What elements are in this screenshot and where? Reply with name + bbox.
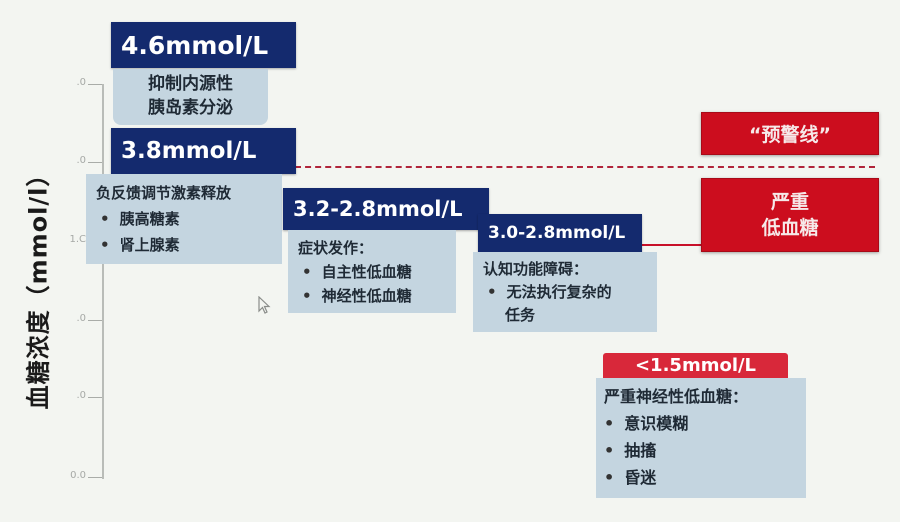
level-3-0-header: 3.0-2.8mmol/L <box>478 214 642 252</box>
y-axis-title-text: 血糖浓度（mmol/l） <box>24 161 53 409</box>
panel-bullet-continuation: 任务 <box>505 306 536 324</box>
mouse-cursor-icon <box>258 295 272 320</box>
y-tick <box>88 320 102 321</box>
severe-label-line: 严重 <box>770 191 809 213</box>
panel-bullet: 昏迷 <box>604 464 806 491</box>
level-4-6-panel: 抑制内源性 胰岛素分泌 <box>113 69 268 125</box>
panel-bullet: 抽搐 <box>604 437 806 464</box>
severe-hypoglycemia-label: 严重 低血糖 <box>701 178 879 252</box>
y-axis-line <box>102 84 104 479</box>
level-header-text: <1.5mmol/L <box>634 355 757 376</box>
level-header-text: 3.2-2.8mmol/L <box>293 197 463 221</box>
y-tick <box>88 162 102 163</box>
panel-title: 负反馈调节激素释放 <box>96 184 232 202</box>
panel-bullet: 意识模糊 <box>604 410 806 437</box>
panel-bullet: 无法执行复杂的 <box>483 281 657 304</box>
y-tick-label: 0.0 <box>70 470 86 481</box>
y-tick <box>88 477 102 478</box>
y-tick <box>88 397 102 398</box>
panel-title: 症状发作： <box>298 239 374 257</box>
warning-dashed-line <box>295 166 875 168</box>
y-tick-label: .0 <box>76 390 86 401</box>
level-3-2-panel: 症状发作： 自主性低血糖 神经性低血糖 <box>288 230 456 313</box>
panel-title: 认知功能障碍： <box>483 260 589 278</box>
panel-bullet: 自主性低血糖 <box>298 260 456 284</box>
level-3-0-panel: 认知功能障碍： 无法执行复杂的 任务 <box>473 252 657 332</box>
level-header-text: 3.0-2.8mmol/L <box>488 223 626 243</box>
panel-bullet: 肾上腺素 <box>96 232 282 258</box>
level-1-5-panel: 严重神经性低血糖： 意识模糊 抽搐 昏迷 <box>596 378 806 498</box>
level-1-5-header: <1.5mmol/L <box>603 353 788 378</box>
y-tick-label: .0 <box>76 313 86 324</box>
y-tick <box>88 84 102 85</box>
panel-line: 抑制内源性 <box>148 74 233 94</box>
level-header-text: 3.8mmol/L <box>121 138 257 164</box>
panel-bullet: 胰高糖素 <box>96 206 282 232</box>
level-3-8-header: 3.8mmol/L <box>111 128 296 174</box>
severe-connector-line <box>640 244 702 246</box>
y-tick-label: .0 <box>76 77 86 88</box>
level-3-2-header: 3.2-2.8mmol/L <box>283 188 489 230</box>
level-3-8-panel: 负反馈调节激素释放 胰高糖素 肾上腺素 <box>86 174 282 264</box>
warning-line-text: “预警线” <box>749 124 831 146</box>
level-4-6-header: 4.6mmol/L <box>111 22 296 68</box>
y-tick-label: 1.C <box>69 234 86 245</box>
y-axis-title: 血糖浓度（mmol/l） <box>12 135 60 435</box>
y-tick-label: .0 <box>76 155 86 166</box>
level-header-text: 4.6mmol/L <box>121 30 269 60</box>
panel-line: 胰岛素分泌 <box>148 98 233 118</box>
panel-bullet: 神经性低血糖 <box>298 284 456 308</box>
panel-title: 严重神经性低血糖： <box>604 387 749 406</box>
severe-label-line: 低血糖 <box>761 217 819 239</box>
warning-line-label: “预警线” <box>701 112 879 155</box>
